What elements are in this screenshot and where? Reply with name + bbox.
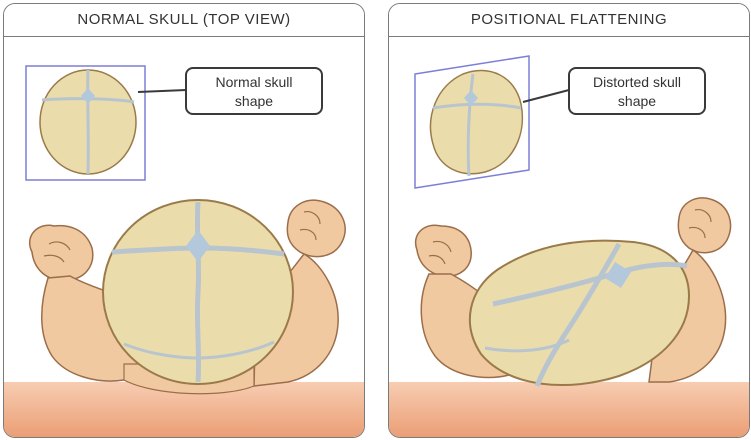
right-fist [287,200,345,256]
callout-line-2: shape [570,92,704,111]
panel-title: POSITIONAL FLATTENING [389,4,749,37]
callout-line-1: Distorted skull [570,73,704,92]
panel-normal-skull: NORMAL SKULL (TOP VIEW) Normal skull sha… [3,3,365,438]
callout-distorted: Distorted skull shape [568,67,706,115]
surface [389,382,749,437]
small-distorted-skull [431,71,523,176]
small-skull [40,70,136,174]
callout-normal: Normal skull shape [185,67,323,115]
panel-positional-flattening: POSITIONAL FLATTENING Distorted skull sh… [388,3,750,438]
callout-line-2: shape [187,92,321,111]
callout-pointer [523,90,569,102]
right-fist [678,198,730,253]
callout-line-1: Normal skull [187,73,321,92]
left-fist [416,225,472,276]
panel-title: NORMAL SKULL (TOP VIEW) [4,4,364,37]
large-skull [103,200,293,384]
left-fist [30,225,93,280]
